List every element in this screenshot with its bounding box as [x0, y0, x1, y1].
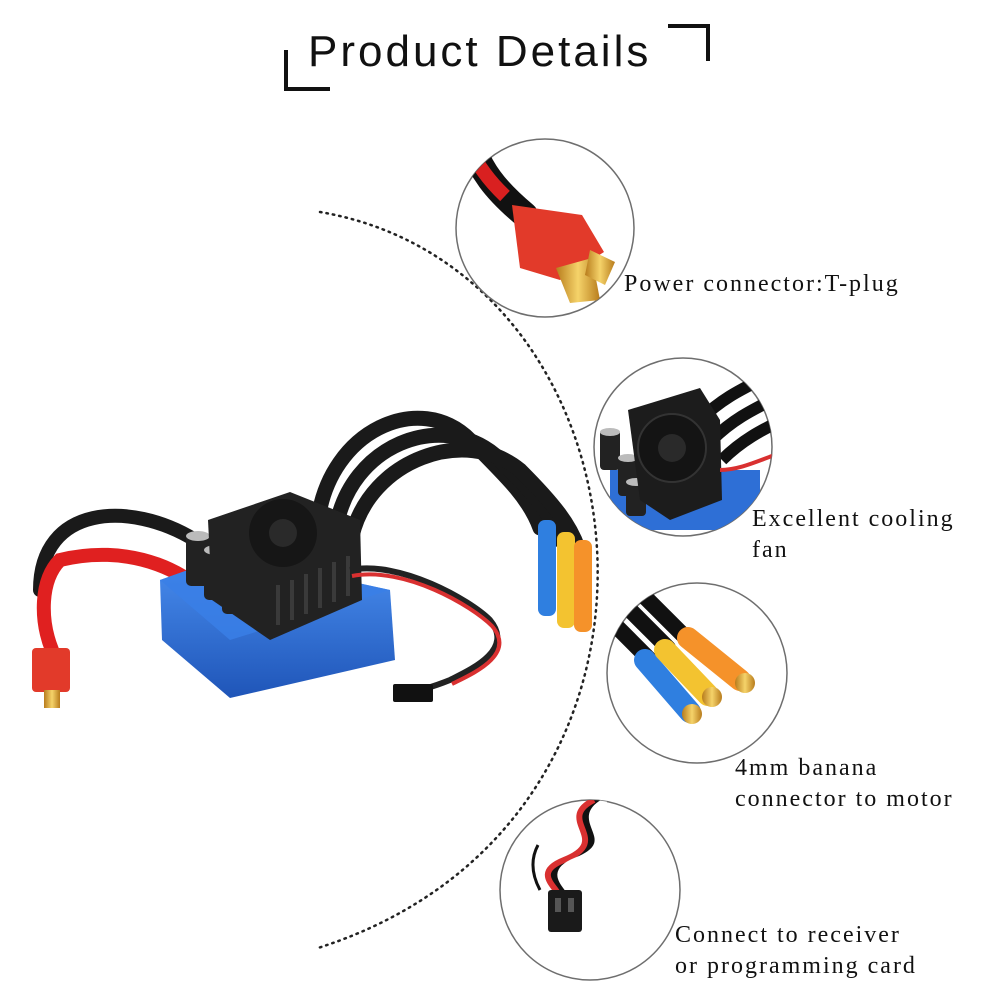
esc-main-image [32, 410, 592, 708]
page-title: Product Details [308, 27, 652, 76]
caption-line: 4mm banana [735, 755, 879, 781]
caption-receiver-connection: Connect to receiver or programming card [675, 920, 917, 982]
caption-line: connector to motor [735, 786, 954, 812]
motor-wires [310, 410, 586, 556]
feature-circle-fan [593, 357, 773, 537]
dotted-arc [316, 210, 599, 950]
feature-circle-t-plug [455, 138, 635, 318]
feature-circle-banana [606, 582, 788, 764]
feature-circle-servo-lead [499, 799, 681, 981]
caption-line: Connect to receiver [675, 922, 901, 948]
caption-line: Power connector:T-plug [624, 271, 900, 297]
banana-yellow [557, 532, 575, 628]
caption-cooling-fan: Excellent cooling fan [752, 504, 955, 566]
servo-plug [393, 684, 433, 702]
title-bracket-left [284, 50, 330, 91]
servo-lead-icon [531, 800, 608, 932]
black-power-wire [33, 508, 202, 597]
banana-blue [538, 520, 556, 616]
caption-line: Excellent cooling [752, 506, 955, 532]
banana-orange [574, 540, 592, 632]
caption-line: fan [752, 537, 789, 563]
caption-power-connector: Power connector:T-plug [624, 269, 900, 300]
cooling-fan-icon [600, 374, 772, 530]
caption-banana-connector: 4mm banana connector to motor [735, 753, 954, 815]
signal-lead [349, 565, 501, 695]
title-bracket-right [668, 24, 710, 61]
caption-line: or programming card [675, 953, 917, 979]
main-t-plug [32, 648, 70, 692]
